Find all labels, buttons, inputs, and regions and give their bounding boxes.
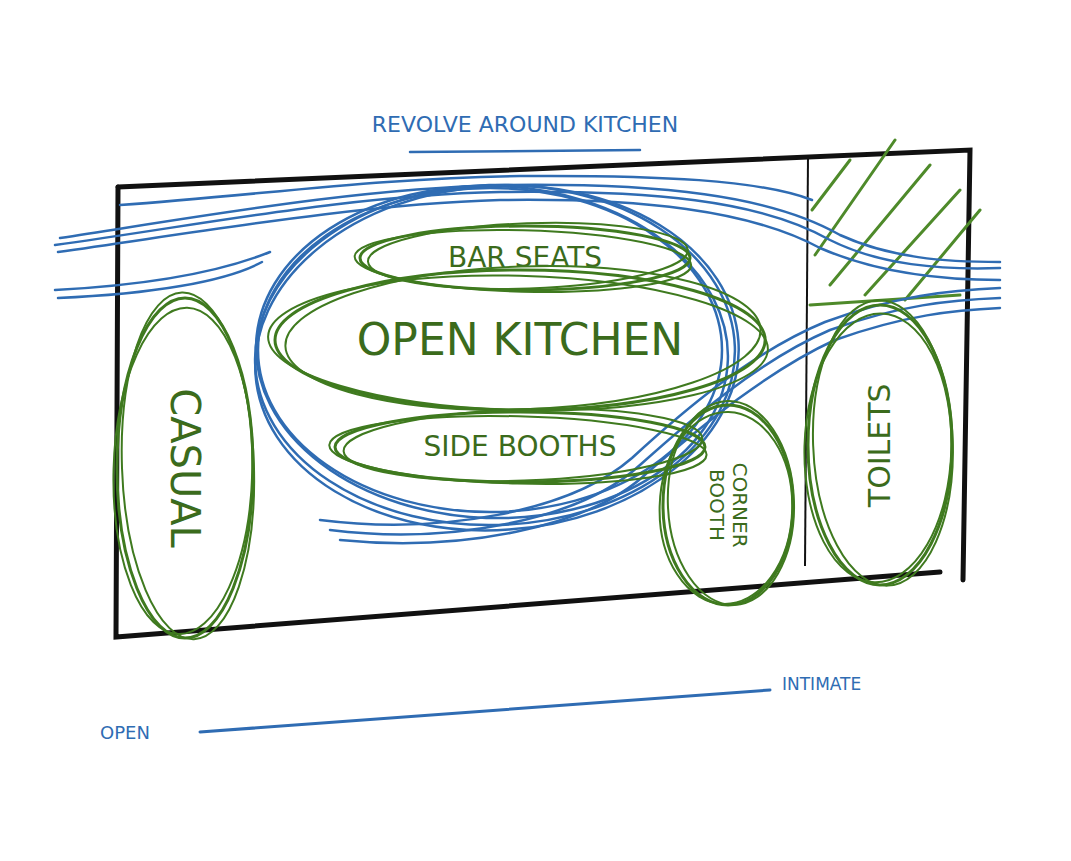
zone-ellipse [354,226,692,296]
hatch-line [812,160,850,210]
zone-ellipse [109,306,256,636]
flow-loop [244,170,751,547]
zone-ellipse [664,399,797,607]
seating-zone: SIDE BOOTHS [335,412,705,482]
flow-line [58,200,1000,280]
flow-line [330,298,1000,534]
seating-zone: CASUAL [117,298,253,638]
zone-ellipse [808,298,958,588]
axis-label: INTIMATE [782,674,861,694]
building-walls [116,150,970,637]
zone-ellipse [266,269,769,416]
zone-label: CORNER BOOTH [705,455,751,555]
seating-zone: CORNER BOOTH [663,405,793,605]
seating-zone: OPEN KITCHEN [275,270,765,410]
diagram-title: REVOLVE AROUND KITCHEN [372,112,678,137]
flow-loop [258,188,722,512]
zone-ellipse [657,410,795,605]
zone-label: TOILETS [863,383,898,507]
open-intimate-axis [200,690,770,732]
flow-loop [250,178,733,526]
flow-line [58,262,262,298]
flow-line [120,176,812,205]
title-underline [410,150,640,152]
hatching [810,140,980,305]
zone-label: OPEN KITCHEN [357,315,684,366]
zone-label: SIDE BOOTHS [424,431,617,463]
zone-ellipse [116,290,260,641]
zone-ellipse [283,258,763,417]
seating-zone: TOILETS [808,305,952,585]
axis-label: OPEN [100,722,150,743]
hatch-line [865,190,960,295]
zone-label: CASUAL [162,388,208,548]
hatch-line [905,210,980,300]
zone-ellipse [801,312,955,585]
zone-ellipse [328,411,707,488]
